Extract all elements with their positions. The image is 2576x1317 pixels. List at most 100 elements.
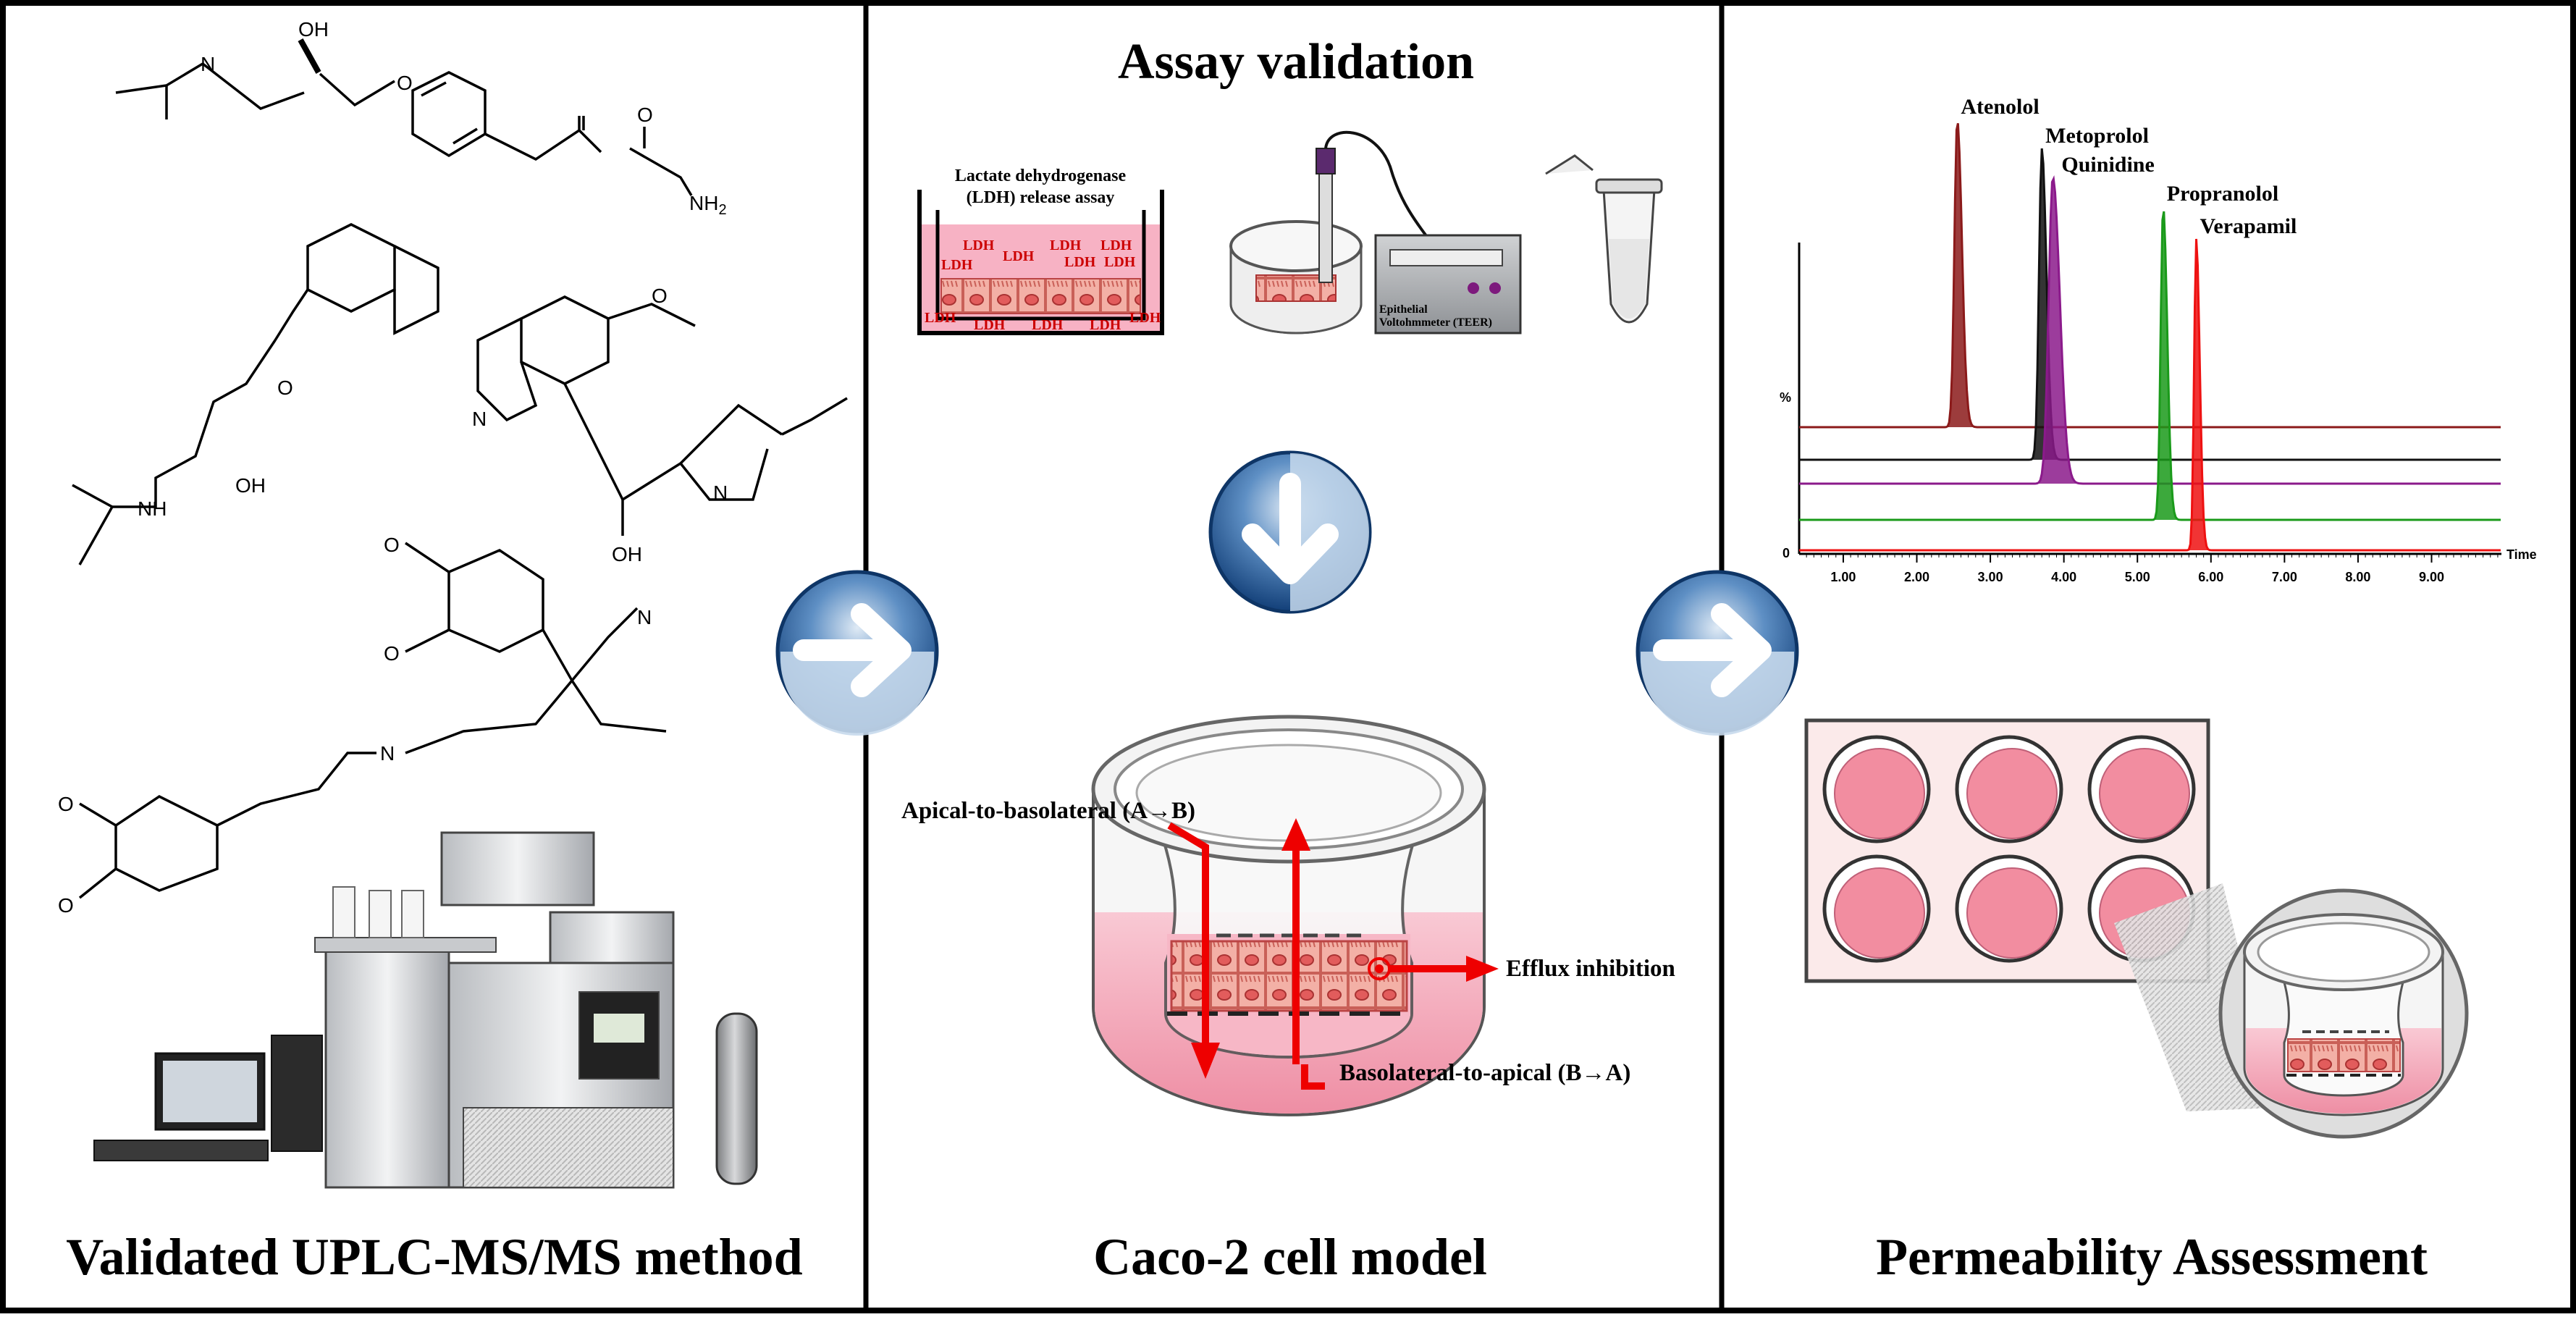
mass-spec-top [440,831,595,906]
chromatogram: % 0 Time 1.00 2.00 3.00 4.00 5.00 6.00 7.00 8.0… [1780,95,2537,584]
center-header: Assay validation [1118,34,1474,90]
atom-nh2: NH2 [689,192,727,218]
atom-o-3: O [277,376,293,399]
atom-o-7: O [58,793,74,815]
chrom-trace [1799,148,2501,461]
teer-label-2: Voltohmmeter (TEER) [1379,316,1492,329]
eppendorf-tube [1545,154,1663,324]
chrom-y-percent: % [1780,390,1791,405]
chrom-trace [1799,211,2501,521]
chrom-tick-label: 3.00 [1978,570,2003,584]
label-efflux-inhibition: Efflux inhibition [1506,956,1675,982]
atom-n-2: N [472,408,487,430]
chrom-y-zero: 0 [1782,546,1790,560]
atom-n-3: N [713,481,728,504]
well [1966,867,2058,959]
ldh-tag-2: LDH [1003,248,1035,264]
arrow-right-right [1636,570,1799,736]
gas-cylinder [715,1012,758,1185]
atom-o-2: O [637,104,653,126]
bottle-1 [332,886,355,938]
chrom-x-label: Time [2506,547,2537,562]
well [1834,748,1925,839]
keyboard [93,1140,269,1161]
atom-oh-3: OH [612,543,642,565]
monitor-screen [163,1061,257,1122]
ldh-tag-5: LDH [941,257,973,273]
quinidine-structure: O N OH N [472,285,848,565]
ldh-assay: Lactate dehydrogenase (LDH) release assa… [917,167,1164,335]
chrom-peak-label: Metoprolol [2045,124,2149,148]
transwell-large: Apical-to-basolateral (A→B) Basolateral-… [901,715,1675,1116]
bottle-3 [401,890,424,938]
atom-o-6: O [384,642,400,665]
atom-o-4: O [652,285,668,307]
ldh-tag-8: LDH [925,310,956,326]
panel-right: % 0 Time 1.00 2.00 3.00 4.00 5.00 6.00 7.00 8.0… [1780,95,2537,1286]
chrom-traces [1799,122,2501,552]
teer-knob-2 [1489,282,1501,294]
arrow-right-left [775,570,939,736]
ldh-title-line1: Lactate dehydrogenase [955,167,1127,185]
ms-screen-inner [594,1014,644,1043]
chrom-trace [1799,122,2501,429]
atom-n-4: N [637,606,652,628]
title-center: Caco-2 cell model [1093,1228,1487,1286]
ldh-tag-7: LDH [1104,254,1136,270]
label-basolateral-to-apical: Basolateral-to-apical (B→A) [1339,1060,1630,1086]
chrom-tick-label: 9.00 [2419,570,2444,584]
atom-oh-1: OH [298,18,329,41]
teer-display [1389,249,1503,266]
bottle-2 [369,890,392,938]
chrom-trace [1799,238,2501,552]
ldh-tag-10: LDH [1032,317,1064,333]
well [2099,748,2190,839]
chrom-peak-label: Atenolol [1961,95,2039,119]
six-well-plate [1804,718,2210,983]
chrom-tick-label: 2.00 [1904,570,1929,584]
ldh-tag-12: LDH [1129,310,1161,326]
atenolol-structure: OH N O O NH2 [115,18,727,218]
transwell-cell-layer [1170,940,1408,1012]
atom-o-5: O [384,534,400,556]
transwell-zoom [2114,883,2469,1139]
uplc-instrument [93,831,758,1189]
well [1966,748,2058,839]
atom-n-5: N [380,742,395,765]
chrom-tick-label: 6.00 [2198,570,2223,584]
teer-electrode-cap [1316,148,1336,174]
chrom-tick-label: 7.00 [2272,570,2297,584]
teer-label-1: Epithelial [1379,303,1428,316]
atom-oh-2: OH [235,474,266,497]
teer-knob-1 [1468,282,1479,294]
chrom-tick-label: 1.00 [1830,570,1856,584]
title-right: Permeability Assessment [1876,1228,2428,1286]
chrom-tick-label: 8.00 [2345,570,2370,584]
verapamil-structure: O O N N O O [58,534,667,917]
propranolol-structure: O OH NH [72,223,439,565]
wells [1822,735,2196,963]
chrom-peak-label: Propranolol [2167,182,2278,206]
ldh-cell-layer [940,278,1141,314]
atom-o-8: O [58,894,74,917]
panel-center: Assay validation Lactate dehydrogenase (… [901,34,1675,1286]
chrom-peak-label: Quinidine [2061,153,2154,177]
ldh-tag-6: LDH [1100,237,1132,253]
chrom-ticks: 1.00 2.00 3.00 4.00 5.00 6.00 7.00 8.00 9.00 [1806,554,2499,584]
chrom-tick-label: 4.00 [2051,570,2076,584]
ldh-title-line2: (LDH) release assay [967,188,1115,207]
arrow-down-center [1208,450,1372,614]
label-apical-to-basolateral: Apical-to-basolateral (A→B) [901,798,1195,824]
chrom-tick-label: 5.00 [2125,570,2150,584]
lc-shelf [314,937,497,953]
atom-nh: NH [138,497,167,520]
chrom-peak-label: Verapamil [2200,214,2297,238]
ldh-tag-9: LDH [974,317,1006,333]
ms-grille [463,1107,674,1188]
atom-n-1: N [201,53,215,75]
ldh-tag-4: LDH [1064,254,1096,270]
teer-setup: Epithelial Voltohmmeter (TEER) [1229,130,1522,334]
well [1834,867,1925,959]
